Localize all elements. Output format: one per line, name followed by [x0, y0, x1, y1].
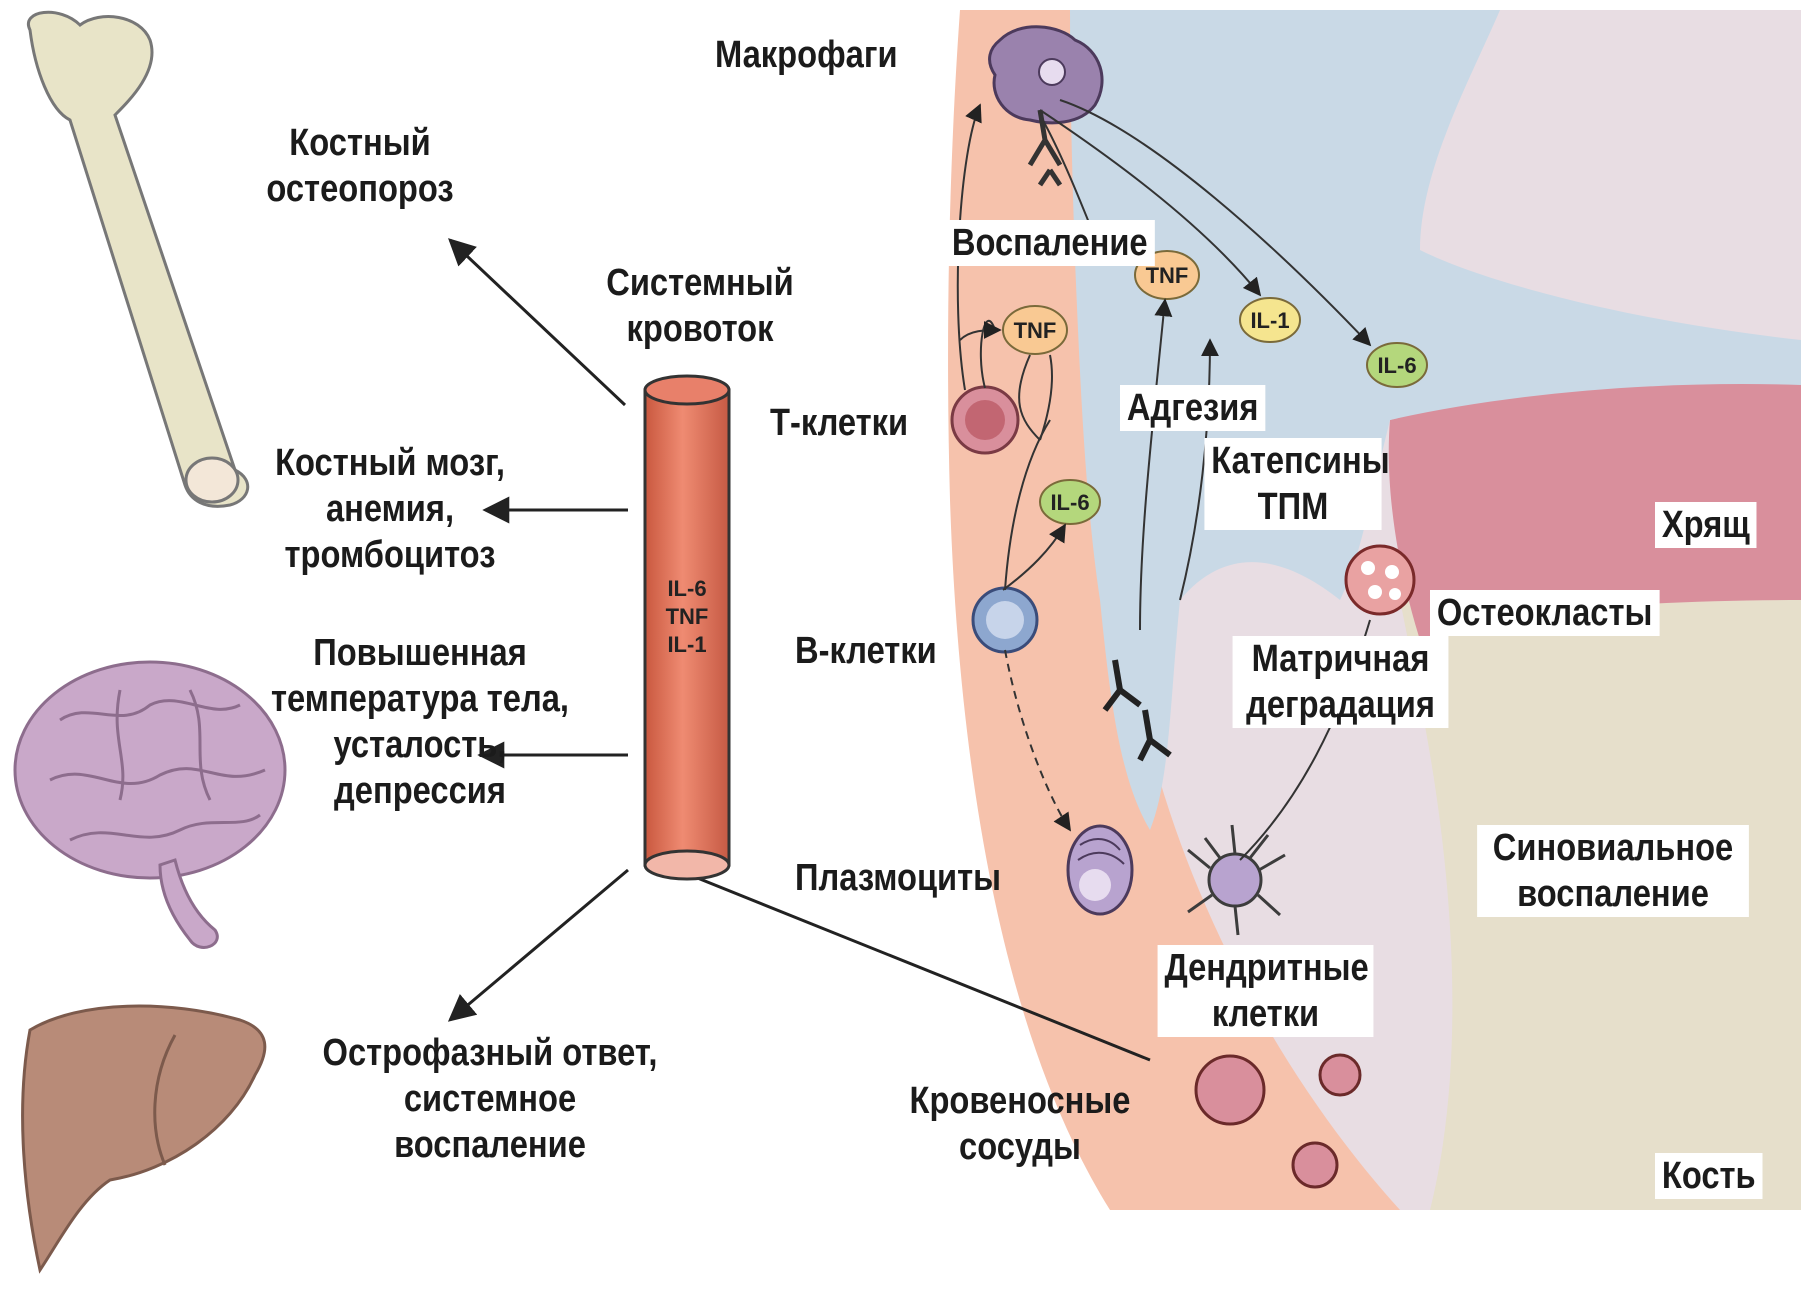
- label-cartilage: Хрящ: [1655, 502, 1757, 548]
- label-b-cells: В-клетки: [795, 628, 937, 674]
- label-blood-vessels: Кровеносныесосуды: [900, 1078, 1141, 1170]
- liver-icon: [23, 1006, 265, 1270]
- cytokine-tnf-2: TNF: [1135, 263, 1199, 289]
- cytokine-il6-1: IL-6: [1367, 353, 1427, 379]
- vessel-cytokines: IL-6TNFIL-1: [645, 575, 729, 659]
- femur-icon: [28, 12, 247, 506]
- label-systemic-circulation: Системныйкровоток: [580, 260, 821, 352]
- label-t-cells: Т-клетки: [770, 400, 908, 446]
- label-matrix-degradation: Матричнаядеградация: [1233, 636, 1449, 728]
- label-osteoclasts: Остеокласты: [1430, 590, 1659, 636]
- label-inflammation: Воспаление: [945, 220, 1154, 266]
- label-synovial-inflammation: Синовиальноевоспаление: [1477, 825, 1749, 917]
- cytokine-tnf-1: TNF: [1003, 318, 1067, 344]
- osteoclast-icon: [1346, 546, 1414, 614]
- label-bone-osteoporosis: Костныйостеопороз: [248, 120, 472, 212]
- label-cathepsins: КатепсиныТПМ: [1204, 438, 1381, 530]
- label-plasmocytes: Плазмоциты: [795, 855, 1001, 901]
- label-adhesion: Адгезия: [1120, 385, 1265, 431]
- cytokine-il1: IL-1: [1240, 308, 1300, 334]
- label-fever: Повышеннаятемпература тела,усталость,деп…: [265, 630, 575, 814]
- label-dendritic-cells: Дендритныеклетки: [1158, 945, 1374, 1037]
- label-bone: Кость: [1655, 1153, 1763, 1199]
- plasmocyte-icon: [1068, 826, 1132, 914]
- label-acute-phase: Острофазный ответ,системноевоспаление: [309, 1030, 670, 1168]
- cytokine-il6-2: IL-6: [1040, 490, 1100, 516]
- label-macrophages: Макрофаги: [715, 32, 898, 78]
- brain-icon: [15, 662, 285, 947]
- label-bone-marrow: Костный мозг,анемия,тромбоцитоз: [261, 440, 519, 578]
